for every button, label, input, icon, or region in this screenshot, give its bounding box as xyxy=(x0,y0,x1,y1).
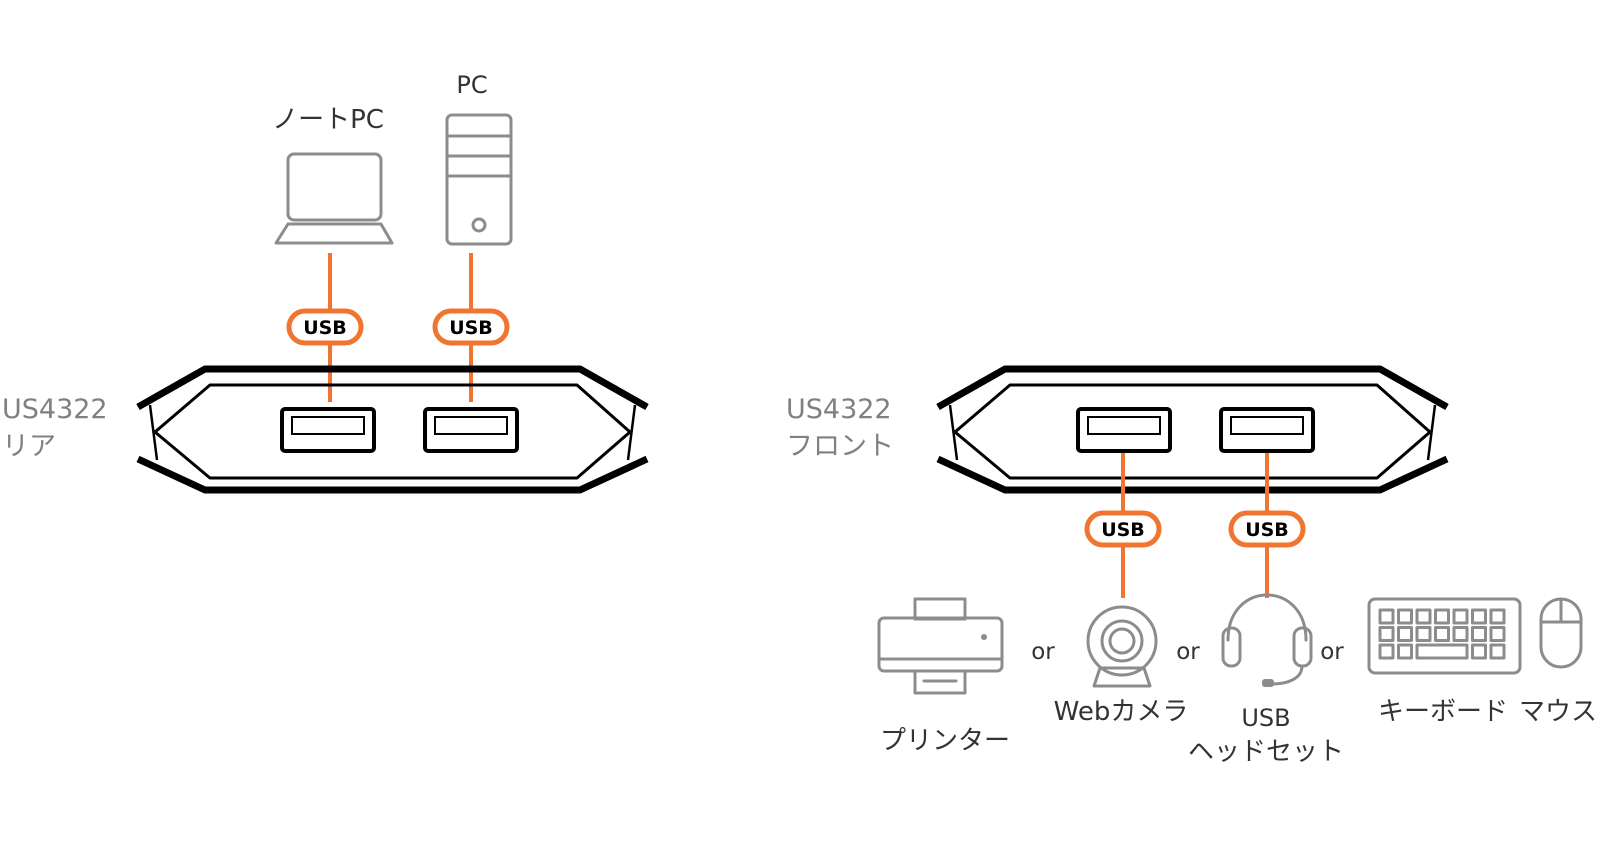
keyboard-key xyxy=(1378,643,1395,660)
front-usb-badge-2-label: USB xyxy=(1245,519,1289,541)
printer-icon xyxy=(877,597,1004,695)
front-usb-badge-2: USB xyxy=(1228,510,1306,548)
keyboard-spacebar xyxy=(1415,643,1469,660)
front-usb-badge-1-label: USB xyxy=(1101,519,1145,541)
rear-usb-badge-1: USB xyxy=(286,308,364,346)
keyboard-key xyxy=(1397,626,1413,642)
pc-label: PC xyxy=(456,71,487,99)
front-usb-badge-1: USB xyxy=(1084,510,1162,548)
or-separator-3: or xyxy=(1320,639,1344,665)
rear-usb-badge-2: USB xyxy=(432,308,510,346)
laptop-label: ノートPC xyxy=(272,105,384,135)
keyboard-key xyxy=(1489,608,1506,625)
keyboard-key xyxy=(1489,626,1506,642)
front-usb-port-1[interactable] xyxy=(1076,407,1172,453)
rear-section: US4322 リア ノートPC PC xyxy=(2,71,649,494)
webcam-icon xyxy=(1086,605,1158,688)
keyboard-key xyxy=(1471,608,1487,625)
keyboard-key xyxy=(1378,626,1395,642)
keyboard-key xyxy=(1471,626,1487,642)
keyboard-key xyxy=(1434,608,1450,625)
keyboard-icon xyxy=(1367,597,1522,675)
mouse-label: マウス xyxy=(1519,697,1597,727)
front-section: US4322 フロント USB USB xyxy=(786,365,1597,767)
keyboard-label: キーボード xyxy=(1378,697,1508,727)
keyboard-key xyxy=(1471,643,1487,660)
keyboard-key xyxy=(1378,608,1395,625)
keyboard-key xyxy=(1452,608,1469,625)
front-title-model: US4322 xyxy=(786,394,892,425)
webcam-label: Webカメラ xyxy=(1054,697,1189,727)
keyboard-keys xyxy=(1378,608,1506,660)
headset-icon xyxy=(1221,593,1313,687)
keyboard-key xyxy=(1434,626,1450,642)
printer-label: プリンター xyxy=(880,726,1010,756)
headset-label-line1: USB xyxy=(1241,704,1290,732)
keyboard-key xyxy=(1397,643,1413,660)
headset-label-line2: ヘッドセット xyxy=(1188,737,1344,767)
rear-hub xyxy=(136,365,649,494)
front-title-side: フロント xyxy=(786,431,894,462)
laptop-icon xyxy=(274,152,394,245)
rear-usb-badge-2-label: USB xyxy=(449,317,493,339)
or-separator-1: or xyxy=(1031,639,1055,665)
keyboard-key xyxy=(1397,608,1413,625)
rear-title-model: US4322 xyxy=(2,394,108,425)
keyboard-key xyxy=(1415,626,1432,642)
keyboard-key xyxy=(1415,608,1432,625)
keyboard-key xyxy=(1452,626,1469,642)
keyboard-key xyxy=(1489,643,1506,660)
rear-title-side: リア xyxy=(2,431,56,462)
mouse-icon xyxy=(1539,597,1583,669)
desktop-tower-icon xyxy=(445,113,513,246)
front-hub xyxy=(936,365,1449,494)
rear-usb-badge-1-label: USB xyxy=(303,317,347,339)
front-usb-port-2[interactable] xyxy=(1219,407,1315,453)
rear-usb-port-1[interactable] xyxy=(280,407,376,453)
rear-usb-port-2[interactable] xyxy=(423,407,519,453)
or-separator-2: or xyxy=(1176,639,1200,665)
